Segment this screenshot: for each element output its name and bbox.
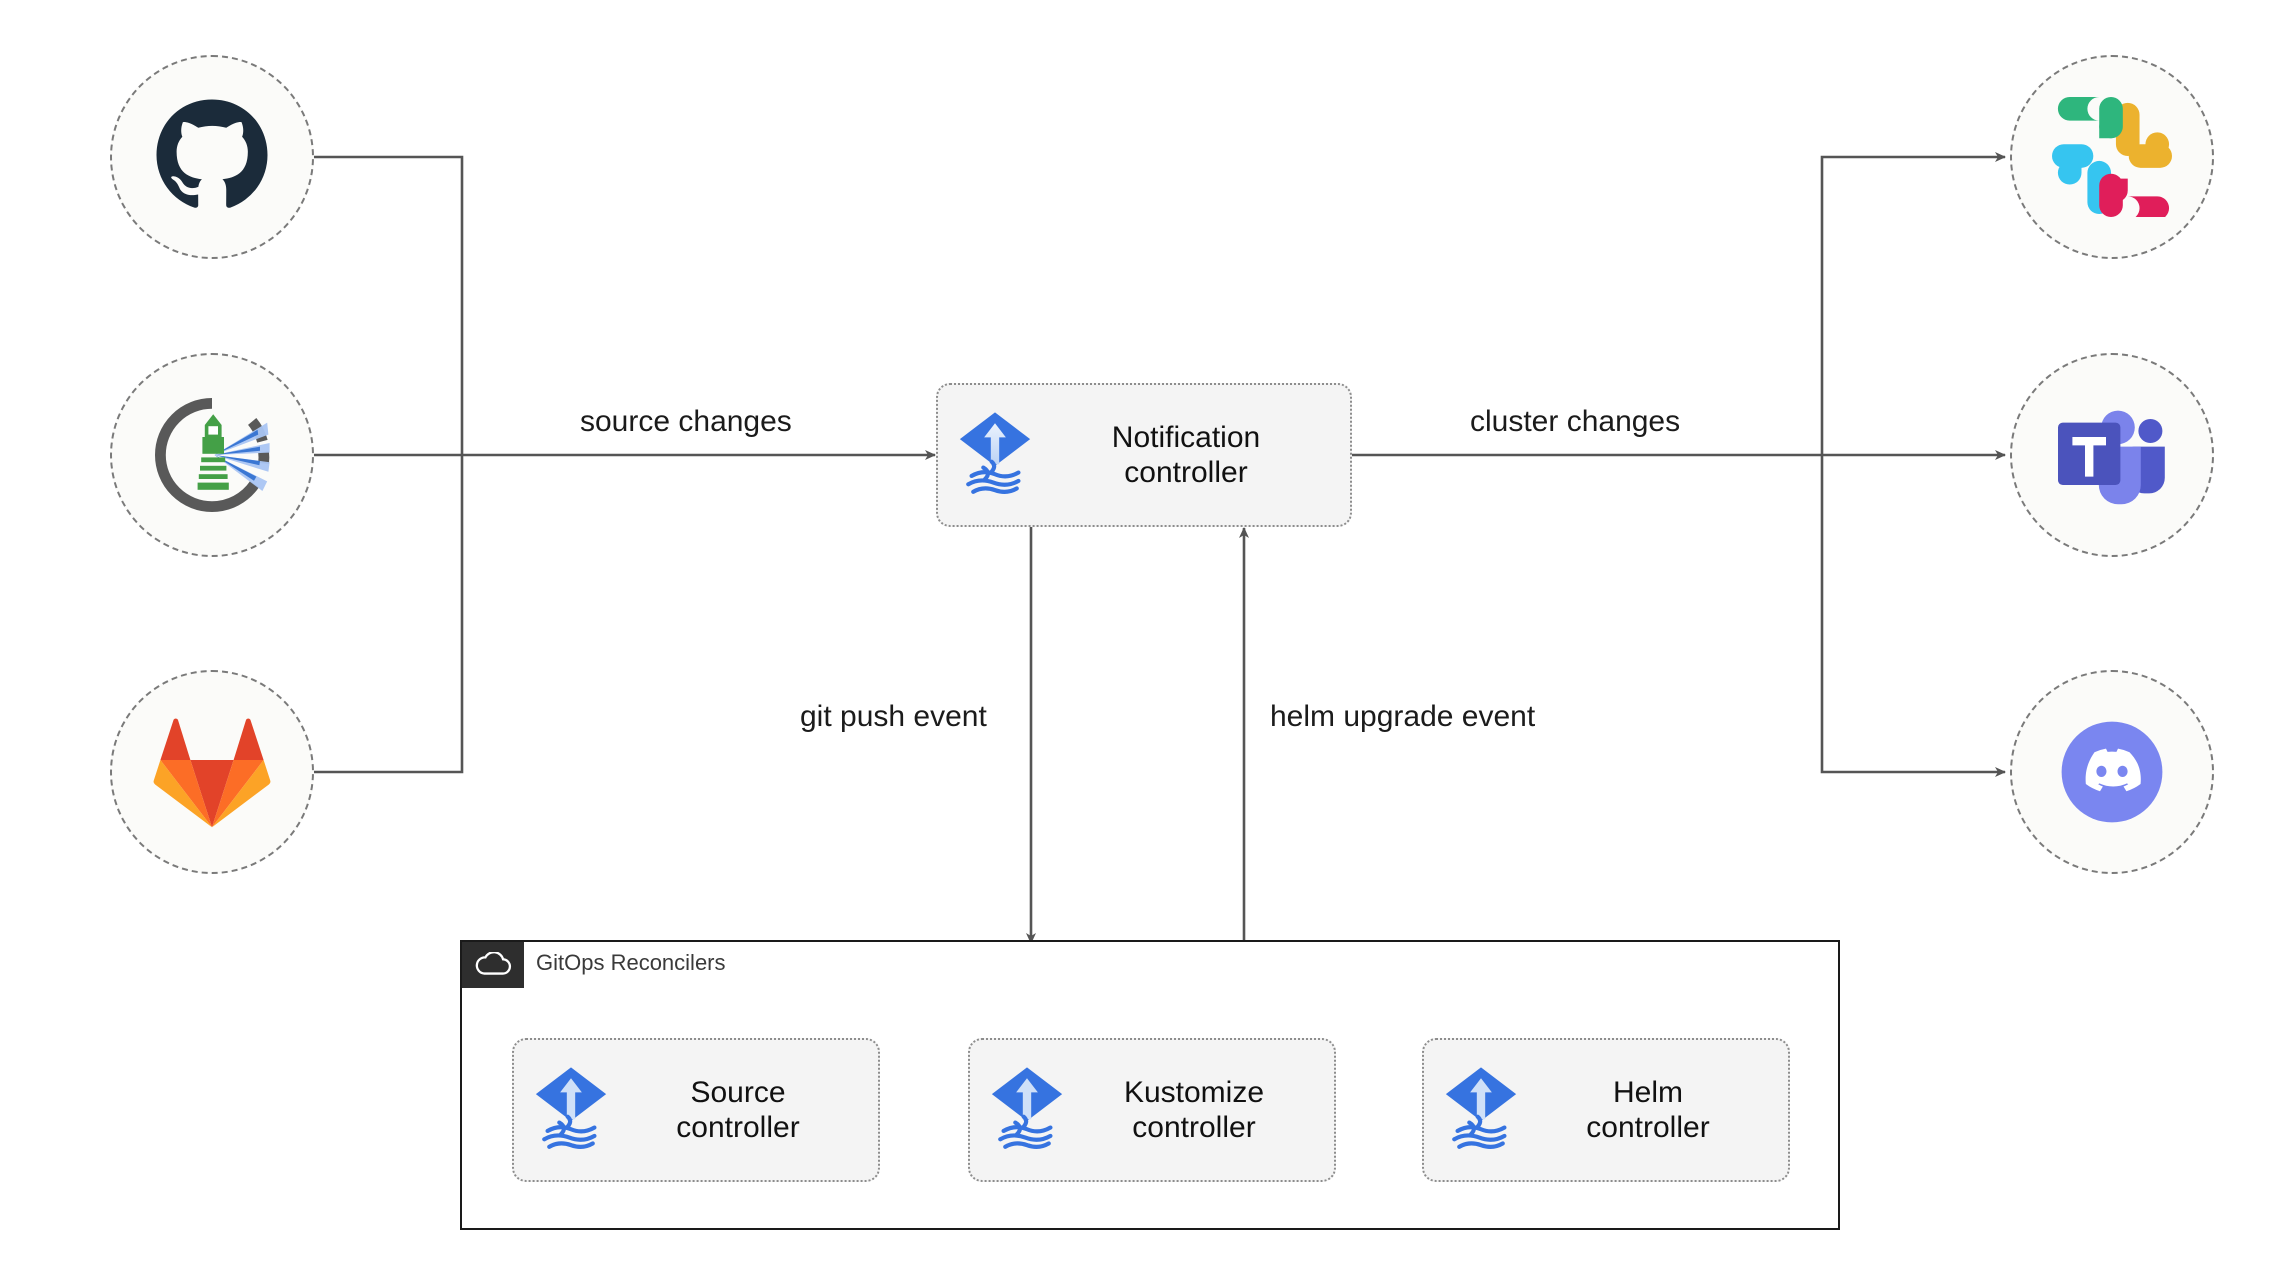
flux-icon bbox=[1445, 1067, 1517, 1149]
gitlab-icon bbox=[153, 718, 271, 828]
source-node-gitlab[interactable] bbox=[110, 670, 314, 874]
notification-controller-node[interactable]: Notification controller bbox=[936, 383, 1352, 527]
edge-label-git-push-event: git push event bbox=[800, 700, 987, 733]
edge-label-helm-upgrade-event: helm upgrade event bbox=[1270, 700, 1536, 733]
source-controller-label: Source controller bbox=[676, 1075, 800, 1144]
helm-controller-label: Helm controller bbox=[1586, 1075, 1710, 1144]
cloud-icon-badge bbox=[462, 942, 524, 988]
github-icon bbox=[156, 99, 268, 208]
gitops-reconcilers-title: GitOps Reconcilers bbox=[536, 950, 726, 975]
wire-rightbus-to-slack bbox=[1820, 152, 2006, 455]
kustomize-controller-label: Kustomize controller bbox=[1123, 1075, 1265, 1144]
flux-icon bbox=[535, 1067, 607, 1149]
cloud-icon bbox=[475, 952, 512, 975]
source-node-github[interactable] bbox=[110, 55, 314, 259]
helm-controller-node[interactable]: Helm controller bbox=[1422, 1038, 1790, 1182]
slack-icon bbox=[2052, 97, 2172, 217]
flux-icon bbox=[991, 1067, 1063, 1149]
target-node-teams[interactable] bbox=[2010, 353, 2214, 557]
wire-rightbus-to-discord bbox=[1820, 455, 2006, 777]
edge-label-source-changes: source changes bbox=[580, 405, 792, 438]
source-node-gitea[interactable] bbox=[110, 353, 314, 557]
target-node-discord[interactable] bbox=[2010, 670, 2214, 874]
notification-controller-label: Notification controller bbox=[1111, 420, 1261, 489]
gitea-icon bbox=[155, 398, 270, 513]
discord-icon bbox=[2061, 721, 2163, 823]
gitops-reconcilers-container: GitOps Reconcilers Source controller bbox=[460, 940, 1840, 1230]
target-node-slack[interactable] bbox=[2010, 55, 2214, 259]
teams-icon bbox=[2058, 410, 2165, 505]
kustomize-controller-node[interactable]: Kustomize controller bbox=[968, 1038, 1336, 1182]
flux-icon bbox=[959, 412, 1031, 494]
source-controller-node[interactable]: Source controller bbox=[512, 1038, 880, 1182]
edge-label-cluster-changes: cluster changes bbox=[1470, 405, 1681, 438]
